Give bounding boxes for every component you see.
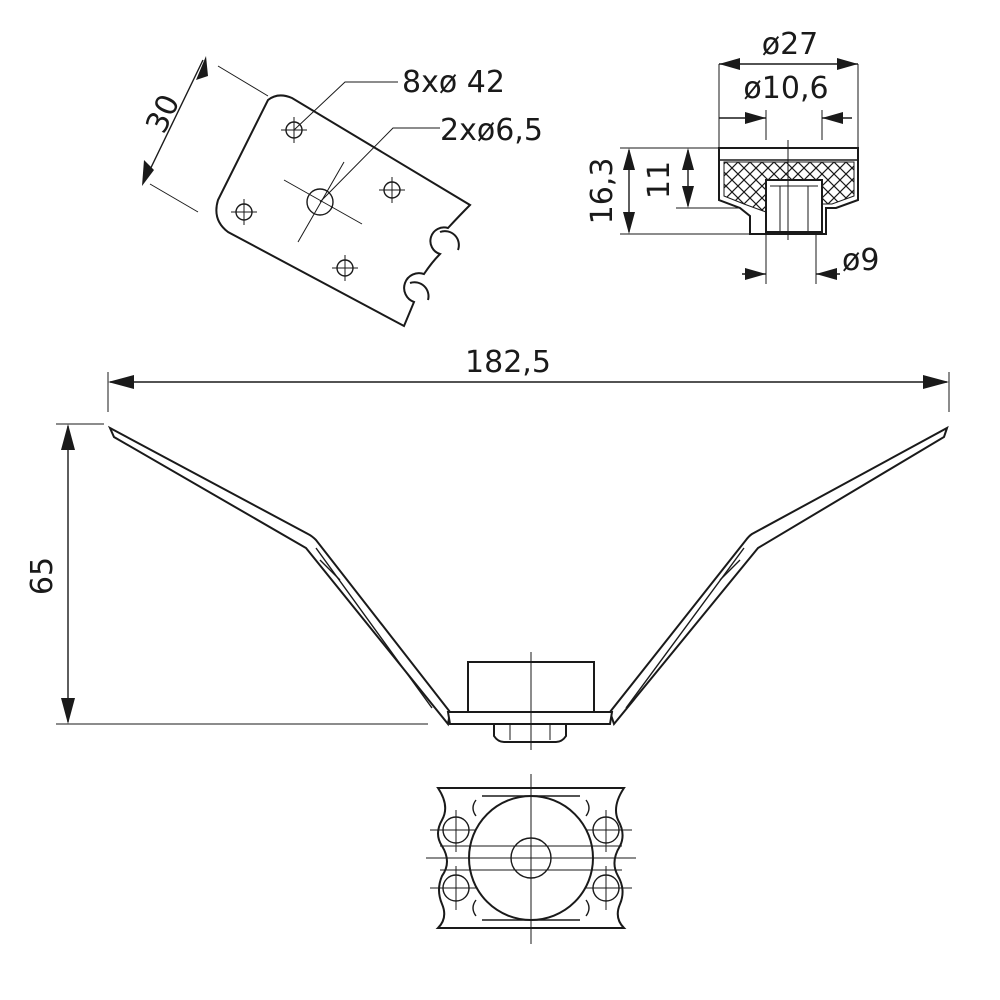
base-hole xyxy=(584,810,632,852)
overall-width-label: 182,5 xyxy=(465,345,551,380)
bottom-view xyxy=(426,774,636,944)
plate-hole xyxy=(332,255,358,281)
plate-center-hole xyxy=(283,161,363,243)
plate-outline xyxy=(215,94,472,328)
outer-diameter-label: ø27 xyxy=(762,27,819,62)
body-height-label: 11 xyxy=(642,161,677,199)
plate-hole xyxy=(231,199,257,225)
plate-hole xyxy=(379,177,405,203)
plate-width-label: 30 xyxy=(139,89,187,138)
base-hole xyxy=(584,866,632,910)
plate-notch xyxy=(439,230,460,251)
base-hole xyxy=(430,866,476,910)
bracket-arm-left xyxy=(107,425,452,727)
overall-height-label: 65 xyxy=(25,557,60,595)
callout-holes-small: 2xø6,5 xyxy=(440,113,543,148)
glide-pin-front xyxy=(493,723,567,743)
bracket-arm-right xyxy=(608,425,949,727)
bracket-base xyxy=(446,711,614,725)
base-hole xyxy=(430,810,476,852)
glide-insert xyxy=(765,179,823,233)
pin-diameter-label: ø9 xyxy=(842,243,879,278)
plate-detail-view: 30 8xø 42 2xø6,5 xyxy=(139,56,543,328)
total-height-label: 16,3 xyxy=(585,158,620,225)
glide-section-view: ø27 ø10,6 16,3 11 ø9 xyxy=(585,27,879,284)
callout-holes-large: 8xø 42 xyxy=(402,65,505,100)
inner-diameter-label: ø10,6 xyxy=(743,71,828,106)
plate-notch xyxy=(409,281,430,301)
front-view: 182,5 65 xyxy=(25,345,950,750)
